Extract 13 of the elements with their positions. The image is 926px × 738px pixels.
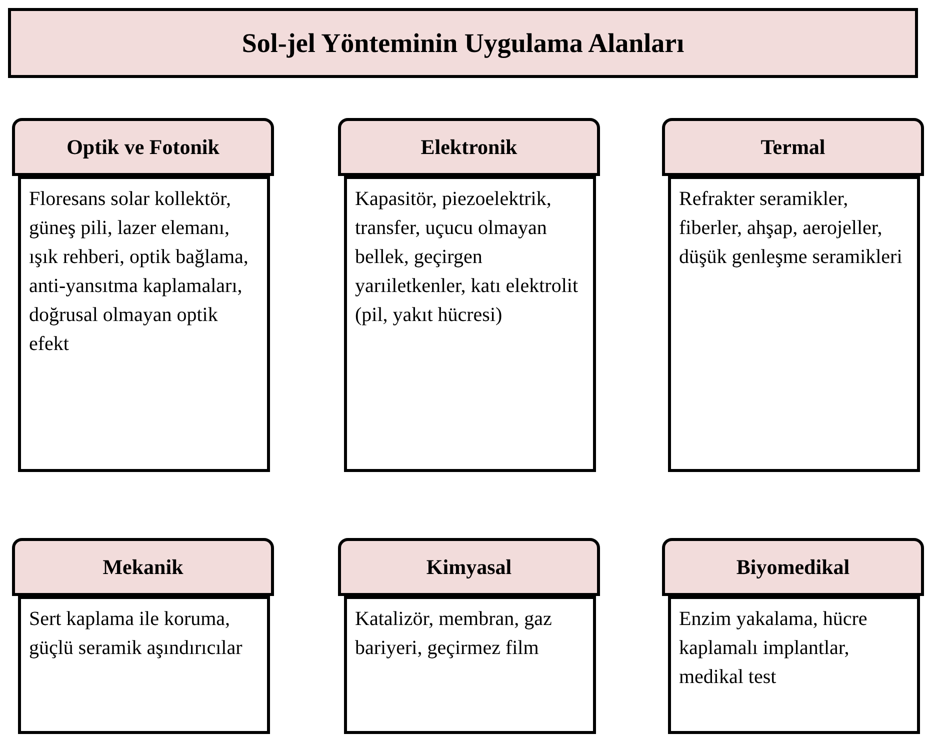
category-description: Katalizör, membran, gaz bariyeri, geçirmez film bbox=[344, 596, 596, 734]
category-header: Kimyasal bbox=[338, 538, 600, 596]
category-description: Floresans solar kollektör, güneş pili, lazer elemanı, ışık rehberi, optik bağlama, anti-yansıtma kaplamaları, doğrusal olmayan optik efekt bbox=[18, 176, 270, 472]
category-header: Optik ve Fotonik bbox=[12, 118, 274, 176]
category-header: Elektronik bbox=[338, 118, 600, 176]
category-description: Refrakter seramikler, fiberler, ahşap, aerojeller, düşük genleşme seramikleri bbox=[668, 176, 920, 472]
category-description: Kapasitör, piezoelektrik, transfer, uçucu olmayan bellek, geçirgen yarıiletkenler, katı elektrolit (pil, yakıt hücresi) bbox=[344, 176, 596, 472]
category-description: Sert kaplama ile koruma, güçlü seramik aşındırıcılar bbox=[18, 596, 270, 734]
category-description: Enzim yakalama, hücre kaplamalı implantlar, medikal test bbox=[668, 596, 920, 734]
category-header: Mekanik bbox=[12, 538, 274, 596]
category-header: Biyomedikal bbox=[662, 538, 924, 596]
category-header: Termal bbox=[662, 118, 924, 176]
title-banner: Sol-jel Yönteminin Uygulama Alanları bbox=[8, 8, 918, 78]
